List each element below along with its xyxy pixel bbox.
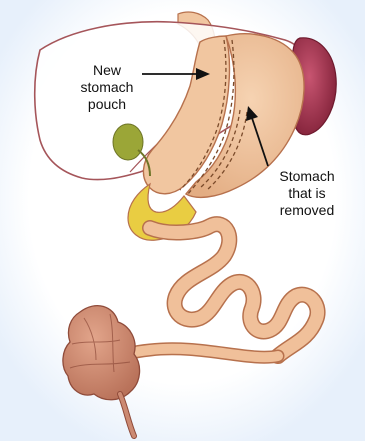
label-stomach-removed: Stomach that is removed [262,168,352,219]
label-new-line-1: New [64,62,150,79]
gallbladder [113,124,143,160]
label-removed-line-1: Stomach [262,168,352,185]
label-removed-line-2: that is [262,185,352,202]
label-new-stomach-pouch: New stomach pouch [64,62,150,113]
label-removed-line-3: removed [262,202,352,219]
label-new-line-3: pouch [64,96,150,113]
label-new-line-2: stomach [64,79,150,96]
